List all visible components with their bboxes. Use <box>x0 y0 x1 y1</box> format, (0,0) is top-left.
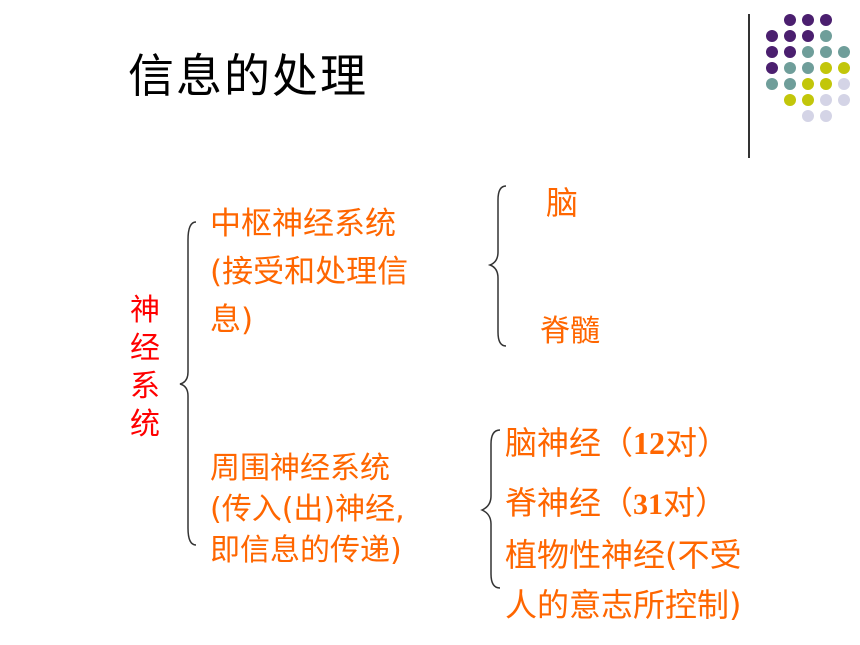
peripheral-line-2: (传入(出)神经, <box>210 492 405 527</box>
central-brace <box>487 185 507 347</box>
spinal-nerve-name: 脊神经 <box>505 484 602 522</box>
decorative-dot <box>784 78 796 90</box>
cranial-nerve-name: 脑神经 <box>505 424 602 462</box>
decorative-dot <box>802 30 814 42</box>
autonomic-nerve-label: 植物性神经(不受 人的意志所控制) <box>505 530 805 630</box>
decorative-dot <box>802 46 814 58</box>
cranial-nerve-count: 12 <box>633 425 666 461</box>
decorative-dot <box>820 110 832 122</box>
decorative-dot <box>766 30 778 42</box>
spinal-nerve-unit: 对 <box>663 484 696 522</box>
decorative-dot <box>820 14 832 26</box>
decorative-dot <box>802 14 814 26</box>
decorative-dot <box>766 78 778 90</box>
decorative-dot <box>784 14 796 26</box>
central-nervous-system-label: 中枢神经系统 (接受和处理信 息) <box>210 200 480 344</box>
decorative-divider <box>748 14 750 158</box>
decorative-dot <box>838 94 850 106</box>
spinal-nerve-open: （ <box>601 484 634 522</box>
root-brace <box>179 221 197 546</box>
spinal-nerve-close: ） <box>695 484 728 522</box>
decorative-dot <box>838 46 850 58</box>
decorative-dot <box>784 62 796 74</box>
decorative-dot <box>820 94 832 106</box>
decorative-dot-grid <box>760 8 860 138</box>
spinal-cord-label: 脊髓 <box>540 314 600 349</box>
decorative-dot <box>802 110 814 122</box>
decorative-dot <box>820 46 832 58</box>
decorative-dot <box>802 62 814 74</box>
decorative-dot <box>820 62 832 74</box>
peripheral-brace <box>480 429 501 589</box>
central-line-1: 中枢神经系统 <box>210 206 396 242</box>
decorative-dot <box>784 94 796 106</box>
peripheral-line-1: 周围神经系统 <box>210 451 390 486</box>
decorative-dot <box>802 94 814 106</box>
autonomic-line-2: 人的意志所控制) <box>505 586 742 624</box>
central-line-2: (接受和处理信 <box>210 254 409 290</box>
cranial-nerve-label: 脑神经（12对） <box>505 418 729 464</box>
decorative-dot <box>838 62 850 74</box>
nervous-system-label: 神经系统 <box>130 293 160 442</box>
peripheral-nervous-system-label: 周围神经系统 (传入(出)神经, 即信息的传递) <box>210 448 500 571</box>
decorative-dot <box>784 30 796 42</box>
decorative-dot <box>766 62 778 74</box>
decorative-dot <box>820 30 832 42</box>
page-title: 信息的处理 <box>128 49 368 103</box>
decorative-dot <box>820 78 832 90</box>
spinal-nerve-label: 脊神经（31对） <box>505 478 727 524</box>
cranial-nerve-unit: 对 <box>665 424 698 462</box>
decorative-dot <box>838 78 850 90</box>
decorative-dot <box>784 46 796 58</box>
brain-label: 脑 <box>546 184 579 222</box>
peripheral-line-3: 即信息的传递) <box>210 533 402 568</box>
cranial-nerve-open: （ <box>601 424 634 462</box>
cranial-nerve-close: ） <box>697 424 730 462</box>
decorative-dot <box>802 78 814 90</box>
central-line-3: 息) <box>210 302 254 338</box>
decorative-dot <box>766 46 778 58</box>
spinal-nerve-count: 31 <box>633 488 664 521</box>
autonomic-line-1: 植物性神经(不受 <box>505 536 742 574</box>
